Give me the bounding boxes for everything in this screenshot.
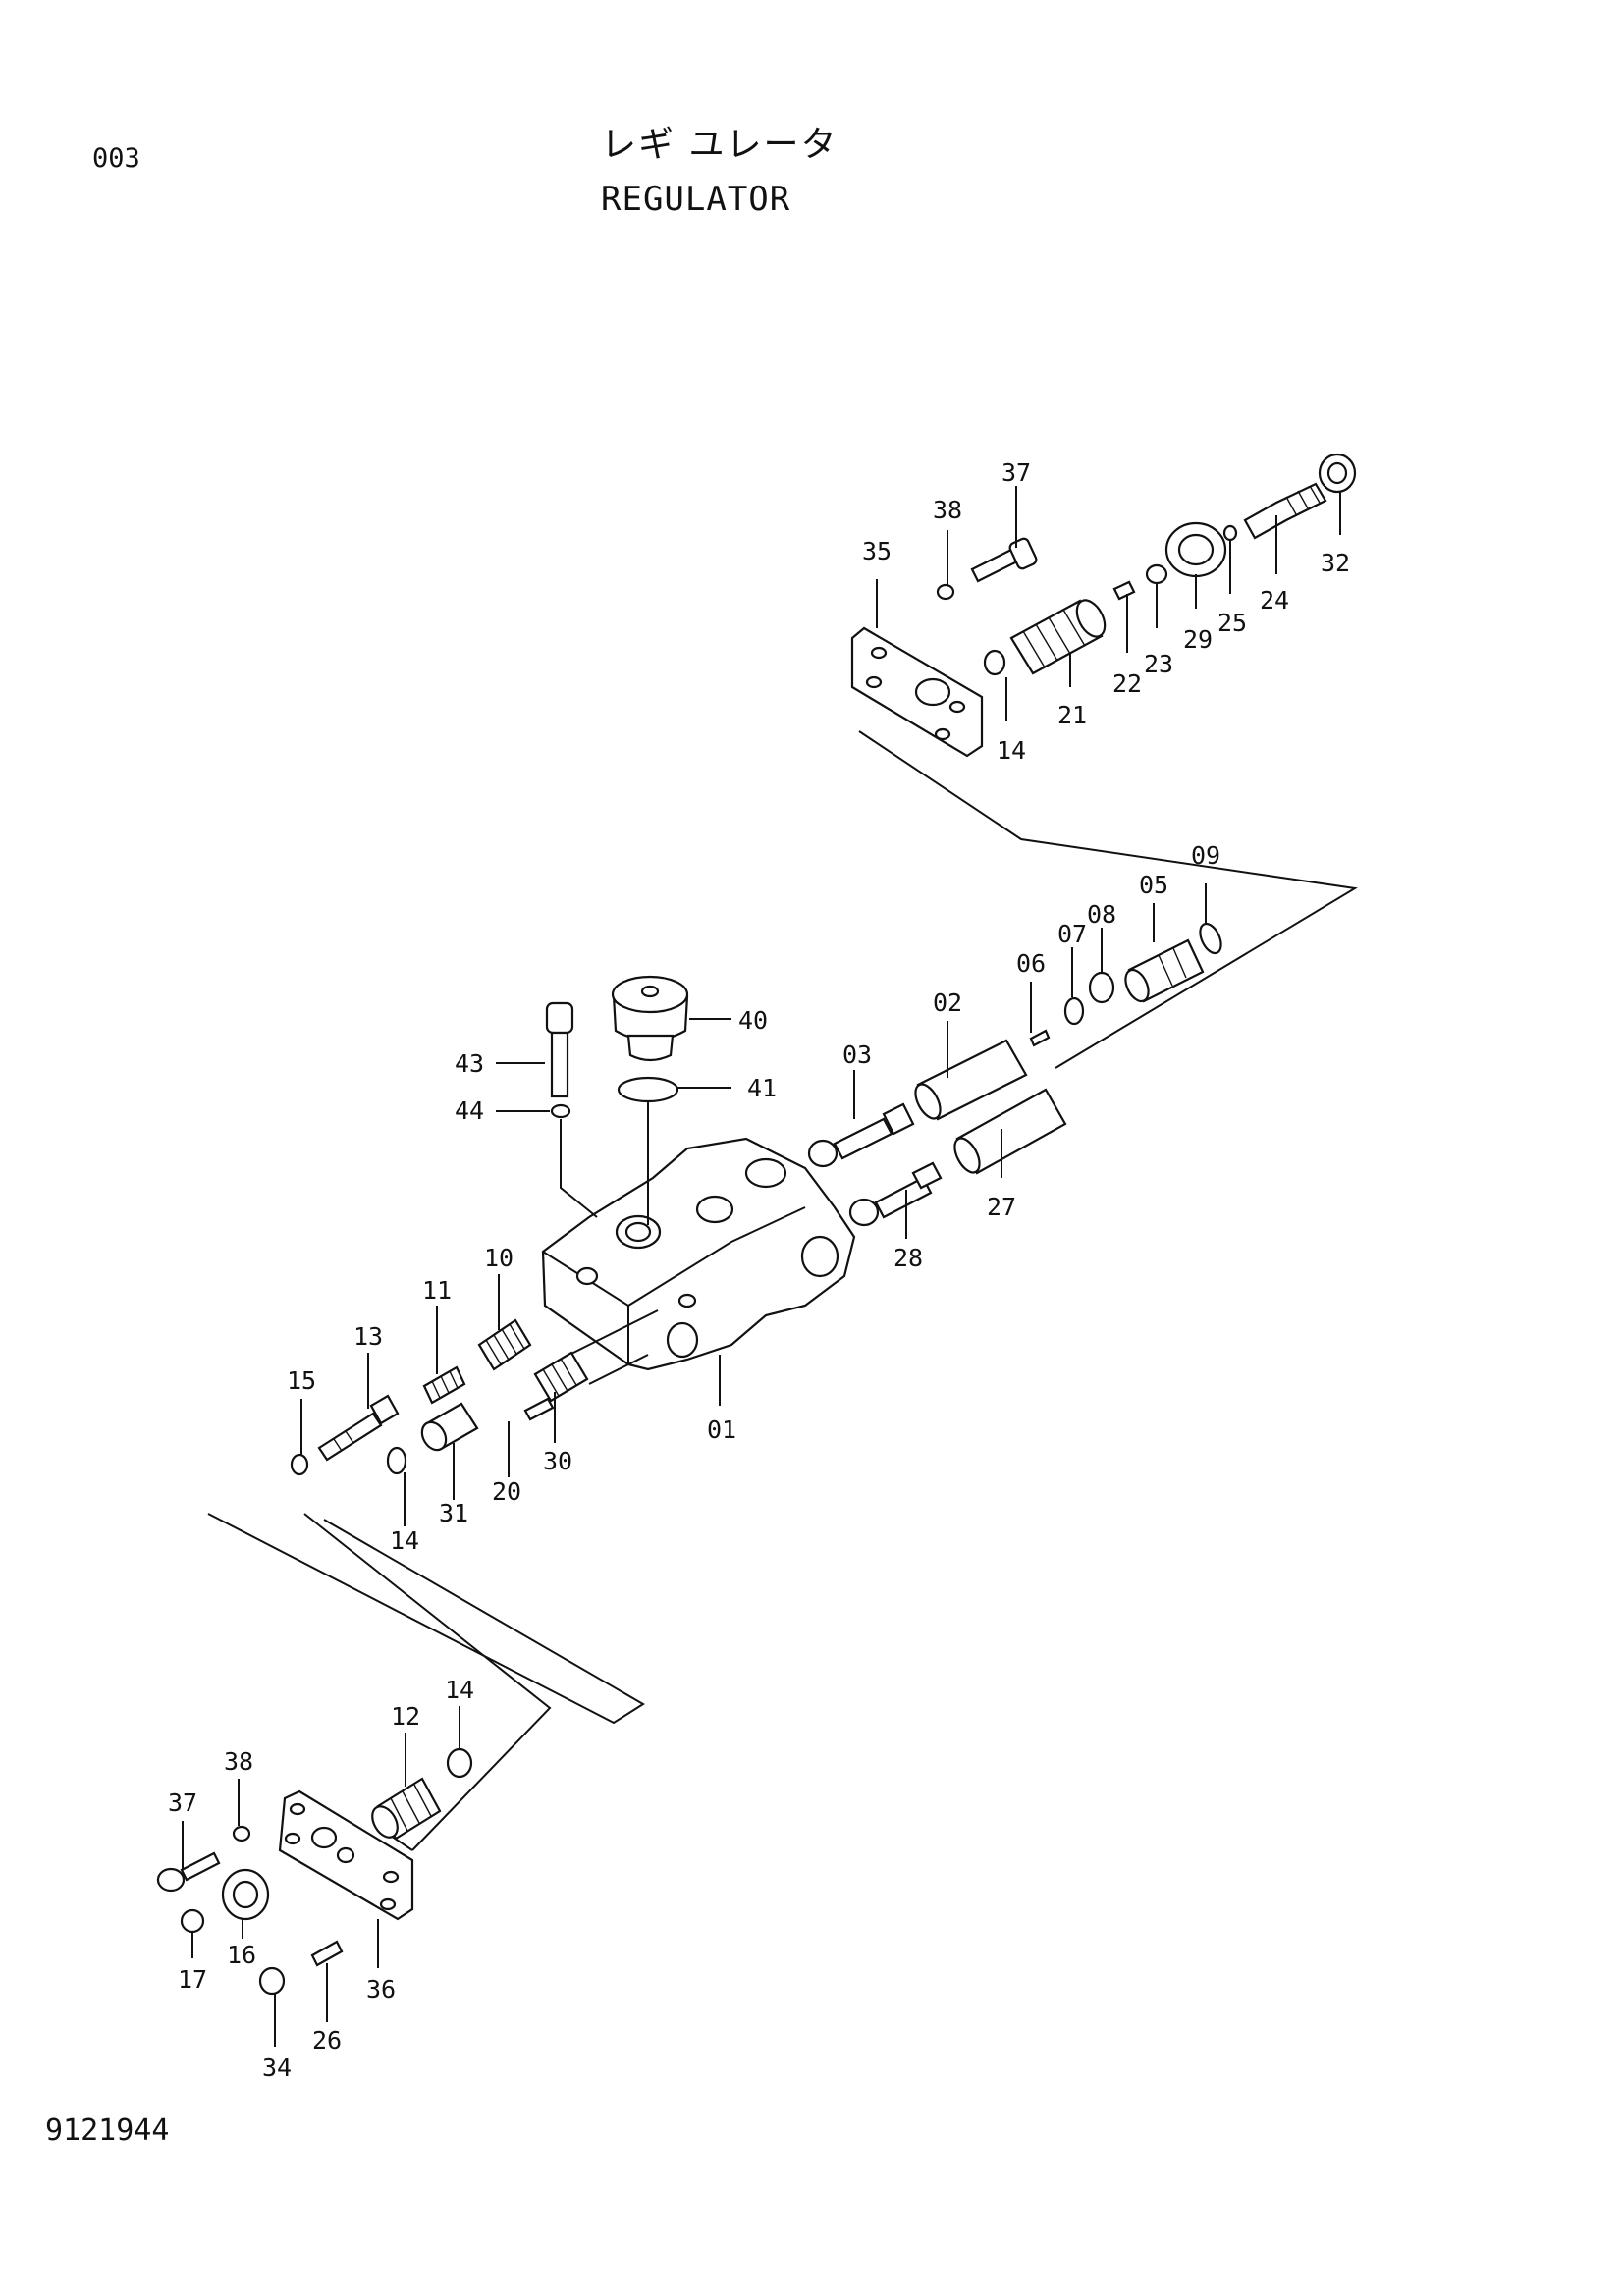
sleeve-02 [914, 1039, 1028, 1121]
screw-26 [310, 1940, 344, 1967]
label-36: 36 [366, 1975, 396, 2003]
top-plate-35 [850, 626, 984, 758]
oring-15 [290, 1453, 309, 1476]
plug-31 [420, 1402, 479, 1452]
label-29: 29 [1183, 625, 1213, 654]
pin-06 [1029, 1029, 1051, 1047]
pin-20 [523, 1397, 555, 1421]
top-oring-14 [983, 649, 1006, 676]
bottom-plate-36 [278, 1789, 414, 1921]
spring-11 [422, 1365, 466, 1405]
label-38-bot: 38 [224, 1747, 253, 1776]
assembly-connection-lines [207, 730, 1358, 1851]
nut-34 [258, 1966, 286, 1996]
page-title: REGULATOR [601, 180, 791, 219]
label-15: 15 [287, 1366, 316, 1395]
bottom-oring-14 [446, 1747, 473, 1779]
label-08: 08 [1087, 900, 1116, 929]
label-12: 12 [391, 1702, 420, 1731]
seal-16 [221, 1868, 270, 1921]
top-ring-29 [1164, 521, 1227, 578]
top-pin-22 [1112, 580, 1136, 601]
leader-lines [182, 486, 1341, 2047]
bolt-43 [545, 1001, 574, 1098]
bottom-washer-38 [232, 1825, 251, 1842]
label-17: 17 [178, 1965, 207, 1994]
drawing-number: 9121944 [45, 2113, 170, 2148]
label-03: 03 [842, 1041, 872, 1069]
label-11: 11 [422, 1276, 452, 1305]
label-07: 07 [1057, 920, 1087, 948]
top-adjust-screw-24 [1243, 482, 1327, 540]
label-38-top: 38 [933, 496, 962, 524]
bottom-screw-37 [156, 1851, 221, 1893]
sleeve-12 [371, 1777, 442, 1841]
oring-09 [1199, 922, 1222, 955]
oring-14-mid [386, 1446, 407, 1475]
part-labels: 37 38 35 32 24 25 29 23 22 21 14 09 05 0… [168, 458, 1350, 2082]
regulator-body-01 [541, 1137, 856, 1385]
label-26: 26 [312, 2026, 342, 2055]
label-27: 27 [987, 1193, 1016, 1221]
label-09: 09 [1191, 841, 1220, 870]
top-plug-23 [1145, 563, 1168, 585]
label-14-bot: 14 [445, 1676, 474, 1704]
label-14-mid: 14 [390, 1526, 419, 1555]
washer-44 [550, 1103, 571, 1119]
label-25: 25 [1217, 609, 1247, 637]
label-20: 20 [492, 1477, 521, 1506]
label-13: 13 [353, 1322, 383, 1351]
top-sleeve-21 [1009, 599, 1107, 675]
spool-13 [317, 1394, 400, 1462]
spool-03 [807, 1102, 915, 1168]
top-screw-37 [970, 537, 1038, 583]
oring-07 [1063, 996, 1085, 1026]
label-23: 23 [1144, 650, 1173, 678]
label-10: 10 [484, 1244, 514, 1272]
label-43: 43 [455, 1049, 484, 1078]
spool-28 [848, 1161, 943, 1227]
oring-41 [617, 1076, 679, 1103]
label-28: 28 [893, 1244, 923, 1272]
label-32: 32 [1321, 549, 1350, 577]
label-41: 41 [747, 1074, 777, 1102]
top-nut-32 [1318, 453, 1357, 494]
spring-10 [477, 1318, 532, 1371]
label-02: 02 [933, 988, 962, 1017]
label-24: 24 [1260, 586, 1289, 614]
spring-30 [533, 1351, 589, 1403]
piston-05 [1124, 938, 1205, 1003]
label-06: 06 [1016, 949, 1046, 978]
page-code: 003 [92, 143, 140, 174]
label-05: 05 [1139, 871, 1168, 899]
label-37-bot: 37 [168, 1789, 197, 1817]
label-30: 30 [543, 1447, 572, 1475]
label-35: 35 [862, 537, 892, 565]
title-japanese: レギ ユレータ [601, 125, 839, 165]
nut-17 [180, 1908, 205, 1934]
top-oring-25 [1222, 524, 1238, 542]
ring-08 [1088, 971, 1115, 1004]
label-16: 16 [227, 1941, 256, 1969]
label-40: 40 [738, 1006, 768, 1035]
label-34: 34 [262, 2054, 292, 2082]
label-01: 01 [707, 1415, 736, 1444]
label-37-top: 37 [1001, 458, 1031, 487]
top-washer-38 [936, 583, 955, 601]
label-44: 44 [455, 1096, 484, 1125]
plug-40 [611, 975, 689, 1062]
sleeve-27 [953, 1088, 1067, 1175]
label-31: 31 [439, 1499, 468, 1527]
label-22: 22 [1112, 669, 1142, 698]
label-14-top: 14 [997, 736, 1026, 765]
label-21: 21 [1057, 701, 1087, 729]
